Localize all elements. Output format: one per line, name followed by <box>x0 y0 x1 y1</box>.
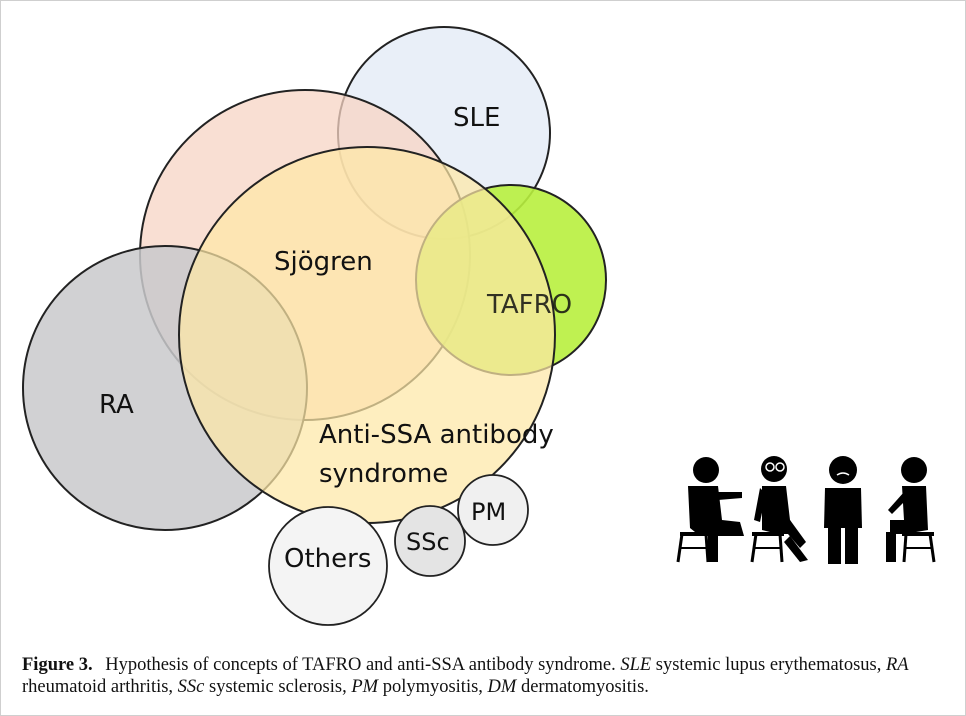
person-1-icon <box>676 457 744 563</box>
caption-def-dm: dermatomyositis. <box>520 677 649 697</box>
caption-def-pm: polymyositis, <box>382 677 483 697</box>
figure-caption: Figure 3. Hypothesis of concepts of TAFR… <box>22 654 952 698</box>
circle-pm <box>457 474 529 546</box>
caption-abbr-ra: RA <box>885 655 909 675</box>
label-anti-ssa-line2: syndrome <box>319 459 448 489</box>
person-4-icon <box>886 457 936 563</box>
venn-diagram: SLE Sjögren TAFRO RA Anti-SSA antibody s… <box>22 26 936 626</box>
label-tafro: TAFRO <box>486 290 572 320</box>
label-ra: RA <box>99 390 134 420</box>
label-anti-ssa-line1: Anti-SSA antibody <box>319 420 554 450</box>
caption-abbr-sle: SLE <box>620 655 652 675</box>
label-sle: SLE <box>453 103 500 133</box>
label-sjogren: Sjögren <box>274 247 373 277</box>
caption-abbr-ssc: SSc <box>177 677 205 697</box>
people-sitting-icon <box>676 456 936 564</box>
person-3-icon <box>824 456 862 564</box>
circle-ssc <box>394 505 466 577</box>
label-others: Others <box>284 544 371 574</box>
person-2-icon <box>750 456 808 563</box>
figure-label: Figure 3. <box>22 655 93 675</box>
label-pm: PM <box>471 498 506 526</box>
caption-main-text: Hypothesis of concepts of TAFRO and anti… <box>105 655 616 675</box>
caption-def-sle: systemic lupus erythematosus, <box>655 655 882 675</box>
circle-others <box>268 506 388 626</box>
caption-def-ra: rheumatoid arthritis, <box>22 677 174 697</box>
label-ssc: SSc <box>406 528 450 556</box>
caption-abbr-dm: DM <box>487 677 517 697</box>
caption-abbr-pm: PM <box>351 677 379 697</box>
caption-def-ssc: systemic sclerosis, <box>209 677 347 697</box>
